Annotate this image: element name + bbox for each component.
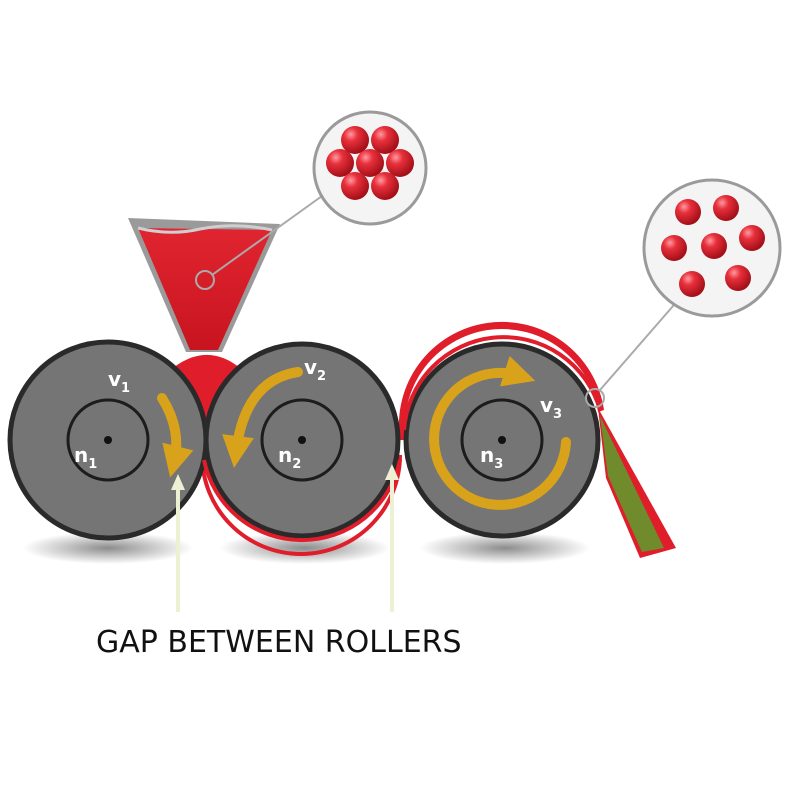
roller-3-axle [498, 436, 506, 444]
roller-3-speed-label: n [480, 443, 494, 467]
svg-text:v3: v3 [540, 393, 562, 422]
dispersed-particle [661, 235, 687, 261]
gap-pointers [171, 464, 399, 612]
magnifier-pointers [195, 195, 681, 408]
rotation-arrow-roller-1 [157, 393, 194, 478]
roller-3-labels: v3 n3 [480, 393, 562, 472]
packed-particle [371, 172, 399, 200]
dispersed-particle [675, 199, 701, 225]
svg-text:v2: v2 [304, 355, 326, 384]
roller-1-labels: v1 n1 [74, 367, 130, 472]
packed-particle [326, 149, 354, 177]
dispersed-particle [701, 233, 727, 259]
exiting-film [598, 408, 676, 558]
packed-particle [386, 149, 414, 177]
gap-caption: GAP BETWEEN ROLLERS [96, 625, 462, 660]
dispersed-particle [739, 225, 765, 251]
roller-2-velocity-label: v [304, 355, 317, 379]
packed-particle [341, 126, 369, 154]
roller-1-velocity-label: v [108, 367, 121, 391]
dispersed-particle [713, 195, 739, 221]
svg-text:n1: n1 [74, 443, 97, 472]
dispersed-particles-icon [642, 178, 782, 318]
packed-particle [341, 172, 369, 200]
roller-1 [7, 339, 209, 541]
rotation-arrow-roller-3 [429, 355, 571, 510]
roller-1-axle [104, 436, 112, 444]
svg-text:n3: n3 [480, 443, 503, 472]
roller-2-labels: v2 n2 [278, 355, 326, 472]
roller-2-axle [298, 436, 306, 444]
dispersed-particle [679, 271, 705, 297]
svg-text:n2: n2 [278, 443, 301, 472]
packed-particle [356, 149, 384, 177]
material-hopper [128, 218, 280, 352]
packed-particles-icon [312, 110, 428, 226]
roller-3-velocity-label: v [540, 393, 553, 417]
roller-2-speed-label: n [278, 443, 292, 467]
rotation-arrow-roller-2 [222, 367, 303, 468]
packed-particle [371, 126, 399, 154]
dispersed-particle [725, 265, 751, 291]
roller-shadows [23, 532, 590, 564]
roller-1-speed-label: n [74, 443, 88, 467]
svg-text:v1: v1 [108, 367, 130, 396]
